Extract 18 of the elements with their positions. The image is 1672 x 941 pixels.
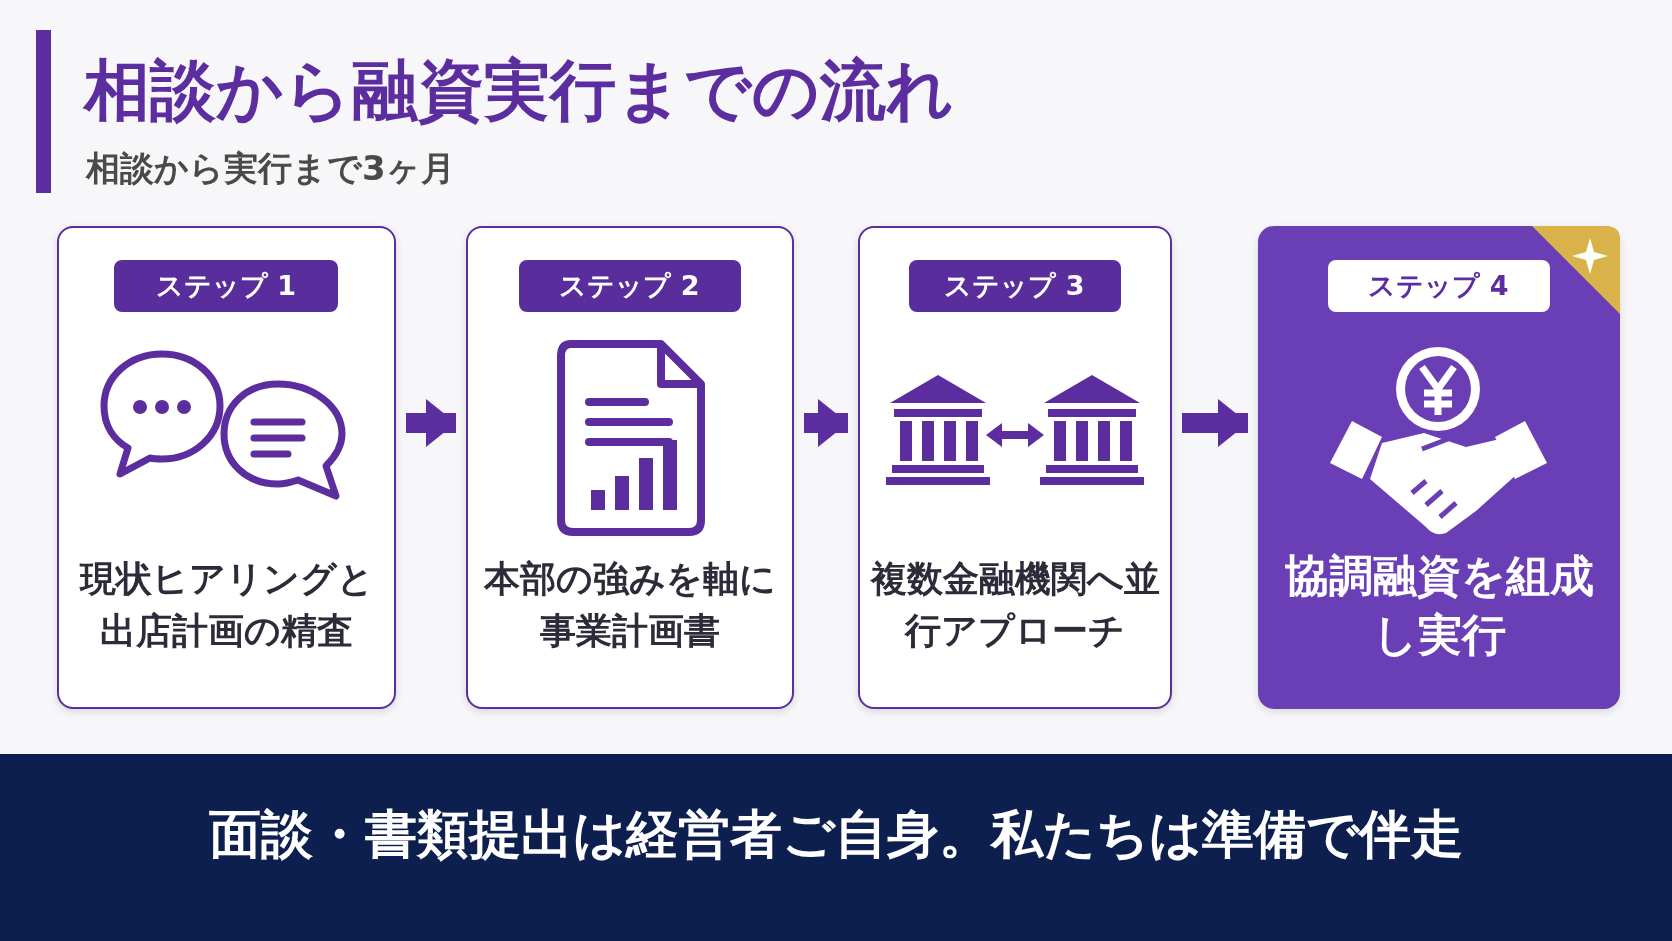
step-card [57,226,396,709]
step-description: 協調融資を組成し実行 [1283,549,1595,663]
step-badge: ステップ 3 [908,260,1121,312]
highlighted-step-card [1258,226,1620,709]
arrow [804,399,848,447]
step-description: 現状ヒアリングと出店計画の精査 [78,557,375,654]
step-badge: ステップ 2 [518,260,741,312]
arrow [1182,399,1248,447]
arrow [406,399,456,447]
banner-message: 面談・書類提出は経営者ご自身。私たちは準備で伴走 [208,803,1464,866]
step-description: 複数金融機関へ並行アプローチ [870,557,1160,654]
step-card [466,226,794,709]
title: 相談から融資実行までの流れ [84,51,954,131]
step-description: 本部の強みを軸に事業計画書 [482,557,777,654]
step-badge: ステップ 1 [114,260,338,312]
step-card [858,226,1172,709]
step-badge: ステップ 4 [1327,260,1550,312]
subtitle: 相談から実行まで3ヶ月 [86,147,455,190]
